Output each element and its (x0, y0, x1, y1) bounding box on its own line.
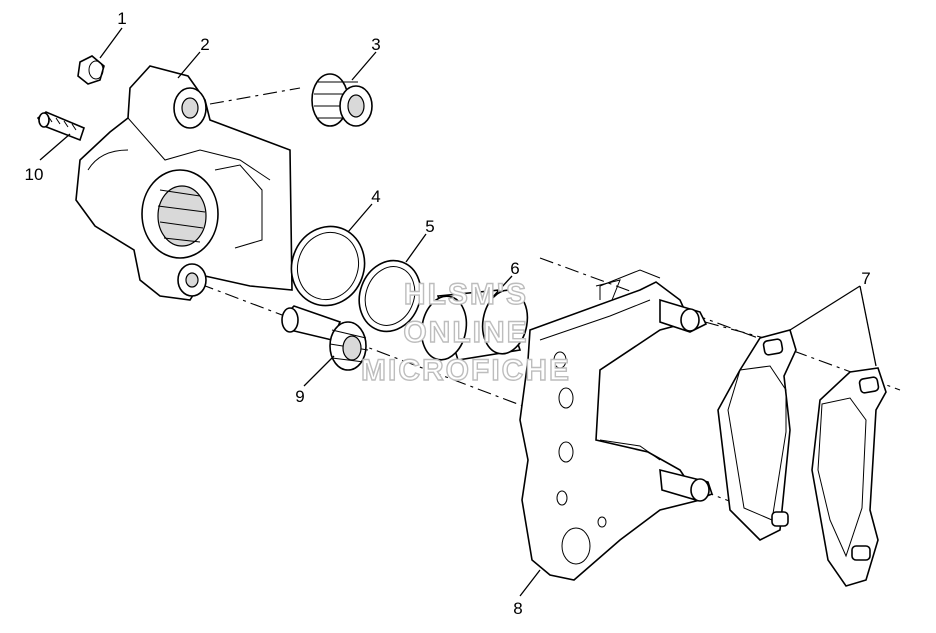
callout-7: 7 (861, 269, 870, 288)
watermark: HLSM'S ONLINE MICROFICHE (360, 277, 571, 387)
callout-6: 6 (510, 259, 519, 278)
part-9-guide-pin (281, 305, 369, 371)
callout-8: 8 (513, 599, 522, 618)
callout-5: 5 (425, 217, 434, 236)
callout-3: 3 (371, 35, 380, 54)
part-7-brake-pads (717, 329, 887, 587)
callout-labels: 1 2 3 4 5 6 7 8 9 10 (25, 9, 871, 618)
part-4-seal-ring (290, 225, 366, 307)
callout-2: 2 (200, 35, 209, 54)
part-1-bleeder-cap (77, 55, 105, 85)
part-10-bleeder-screw (36, 111, 85, 142)
callout-4: 4 (371, 187, 380, 206)
part-5-seal-ring (358, 259, 422, 333)
part-3-pin-boot-upper (311, 73, 373, 127)
part-6-piston (420, 289, 529, 361)
watermark-line-1: HLSM'S (404, 278, 528, 311)
callout-10: 10 (25, 165, 44, 184)
watermark-line-2: ONLINE (403, 316, 528, 349)
part-2-caliper-body (75, 65, 293, 301)
part-8-mounting-bracket (519, 269, 714, 581)
watermark-line-3: MICROFICHE (361, 354, 571, 387)
leader-lines (39, 27, 877, 597)
callout-9: 9 (295, 387, 304, 406)
callout-1: 1 (117, 9, 126, 28)
